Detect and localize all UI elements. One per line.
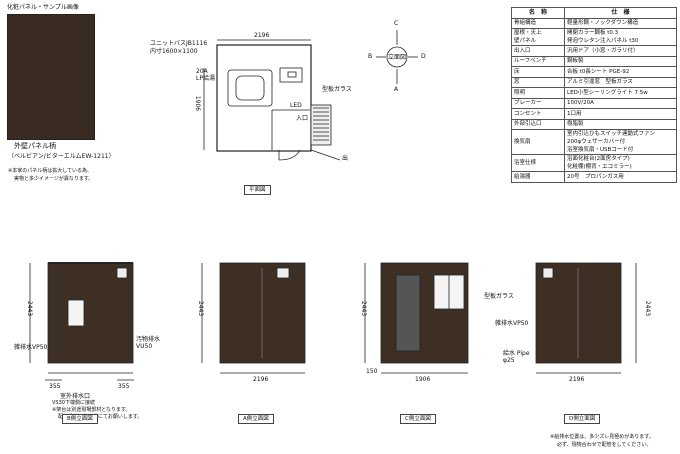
- elevation-a: [201, 262, 306, 374]
- spec-row-spec: 合板 t0長シート PGE-92: [564, 66, 677, 78]
- spec-row-name: 骨組構造: [511, 17, 565, 29]
- spec-row-spec: 鋼板製: [564, 55, 677, 67]
- compass-left: B: [368, 53, 373, 60]
- outlet-label: 20A LP給湯: [196, 68, 215, 82]
- c-glass-label: 型板ガラス: [484, 293, 514, 300]
- swatch-title: 化粧パネル・サンプル画像: [7, 4, 79, 11]
- inner-dim-label: 内寸1600×1100: [150, 48, 198, 55]
- spec-row-spec: LED小型シーリングライト 7.5w: [564, 87, 677, 99]
- spec-row-spec: 開閉カラー鋼板 t0.3 発泡ウレタン注入パネル t30: [564, 28, 677, 46]
- spec-row-spec: 20号 プロパンガス用: [564, 171, 677, 183]
- d-pipe-label: 給水 Pipe φ25: [503, 350, 530, 364]
- b-note-1: 室外排水口: [60, 393, 91, 400]
- swatch-note-2: 実物と多少イメージが異なります。: [14, 176, 94, 182]
- unit-bath-label: ユニットバスJB1116: [150, 40, 208, 47]
- d-drain-label: 雑排水VP50: [495, 320, 529, 327]
- c-side-sub-dim: 150: [366, 368, 378, 375]
- d-width-dim: 2196: [569, 376, 585, 383]
- caption-d: D側立面図: [564, 414, 601, 424]
- swatch-caption-1: 外壁パネル柄: [14, 142, 56, 150]
- spec-row-spec: 浴面化粧台(2面房タイプ) 化粧棚(棚背・エコミラー): [564, 154, 677, 172]
- spec-row-spec: アルミ引違窓 型板ガラス: [564, 76, 677, 88]
- spec-row: 浴室仕様浴面化粧台(2面房タイプ) 化粧棚(棚背・エコミラー): [511, 154, 677, 172]
- spec-body: 骨組構造軽量形鋼・ノックダウン構造屋根・天上 壁パネル開閉カラー鋼板 t0.3 …: [511, 17, 677, 183]
- spec-header-spec: 仕 様: [564, 7, 677, 19]
- b-note-4: 配管設計は施主様にてお願いします。: [58, 414, 143, 420]
- spec-header-name: 名 称: [511, 7, 565, 19]
- compass-diagram: [376, 30, 418, 84]
- spec-row: 床合板 t0長シート PGE-92: [511, 66, 677, 78]
- spec-row: ルーフベンチ鋼板製: [511, 55, 677, 67]
- spec-row-name: 床: [511, 66, 565, 78]
- caption-b: B側立面図: [62, 414, 98, 424]
- spec-row-name: 窓: [511, 76, 565, 88]
- compass-bottom: A: [394, 86, 399, 93]
- exit-label: 出: [342, 155, 349, 162]
- elevation-d: [535, 262, 637, 374]
- b-note-3: ※架台は別途現場部材となります。: [52, 407, 131, 413]
- spec-row-name: 外部引込口: [511, 118, 565, 130]
- spec-row-name: 換気扇: [511, 129, 565, 155]
- spec-row: 窓アルミ引違窓 型板ガラス: [511, 76, 677, 88]
- b-height-dim: 2443: [26, 300, 34, 317]
- spec-row-spec: 室内引込ひもスイッチ連動式ファン 200φウェザーカバー付 浴室換気扇・USBコ…: [564, 129, 677, 155]
- spec-row-spec: 樹脂製: [564, 118, 677, 130]
- plan-width-dim: 2196: [254, 32, 270, 39]
- led-label: LED: [290, 102, 302, 109]
- caption-a: A側立面図: [238, 414, 274, 424]
- spec-row: 屋根・天上 壁パネル開閉カラー鋼板 t0.3 発泡ウレタン注入パネル t30: [511, 28, 677, 46]
- elevation-b: [29, 262, 134, 381]
- swatch-caption-2: （ベルビアン/ビターエルムEW-1211）: [8, 153, 115, 160]
- a-height-dim: 2443: [197, 300, 205, 317]
- spec-row: 骨組構造軽量形鋼・ノックダウン構造: [511, 17, 677, 29]
- glass-label: 型板ガラス: [322, 86, 352, 93]
- elevation-c: [364, 262, 469, 374]
- compass-top: C: [394, 20, 399, 27]
- caption-c: C側立面図: [400, 414, 436, 424]
- c-depth-dim: 1906: [415, 376, 431, 383]
- spec-row-name: コンセント: [511, 108, 565, 120]
- entrance-label: 入口: [296, 115, 309, 122]
- footer-note-1: ※給排水位置は、多少ズレ見極めがあります。: [550, 434, 654, 440]
- spec-row-name: 照明: [511, 87, 565, 99]
- c-height-dim: 2443: [360, 300, 368, 317]
- panel-swatch: [7, 14, 95, 140]
- spec-row: 出入口汎用ドア（小窓・ガラリ付）: [511, 45, 677, 57]
- b-sub-left: 355: [49, 383, 61, 390]
- spec-row-spec: 軽量形鋼・ノックダウン構造: [564, 17, 677, 29]
- spec-row-name: ルーフベンチ: [511, 55, 565, 67]
- spec-row-spec: 汎用ドア（小窓・ガラリ付）: [564, 45, 677, 57]
- spec-table: 名 称 仕 様 骨組構造軽量形鋼・ノックダウン構造屋根・天上 壁パネル開閉カラー…: [511, 7, 677, 183]
- spec-row-name: 屋根・天上 壁パネル: [511, 28, 565, 46]
- plan-caption: 平面図: [244, 185, 271, 195]
- spec-row-name: 浴室仕様: [511, 154, 565, 172]
- b-sub-right: 355: [118, 383, 130, 390]
- compass-right: D: [421, 53, 426, 60]
- spec-row-spec: 1口用: [564, 108, 677, 120]
- b-drain-label: 雑排水VP50: [14, 344, 48, 351]
- swatch-note-1: ※本家のパネル柄は拡大している為、: [8, 168, 93, 174]
- d-height-dim: 2443: [644, 300, 652, 317]
- spec-row-spec: 100V/20A: [564, 97, 677, 109]
- plan-depth-dim: 1906: [194, 95, 202, 112]
- spec-row-name: 出入口: [511, 45, 565, 57]
- b-note-2: VS30下端側に接続: [52, 400, 95, 406]
- compass-center: 立面図: [388, 54, 407, 61]
- spec-row-name: ブレーカー: [511, 97, 565, 109]
- footer-note-2: 必ず、現物合わせで配管をしてください。: [557, 442, 652, 448]
- spec-row-name: 給湯器: [511, 171, 565, 183]
- a-width-dim: 2196: [253, 376, 269, 383]
- spec-row: 換気扇室内引込ひもスイッチ連動式ファン 200φウェザーカバー付 浴室換気扇・U…: [511, 129, 677, 155]
- plan-view: [203, 39, 341, 161]
- spec-row: 外部引込口樹脂製: [511, 118, 677, 130]
- b-waste-label: 汚物排水 VU50: [136, 336, 161, 350]
